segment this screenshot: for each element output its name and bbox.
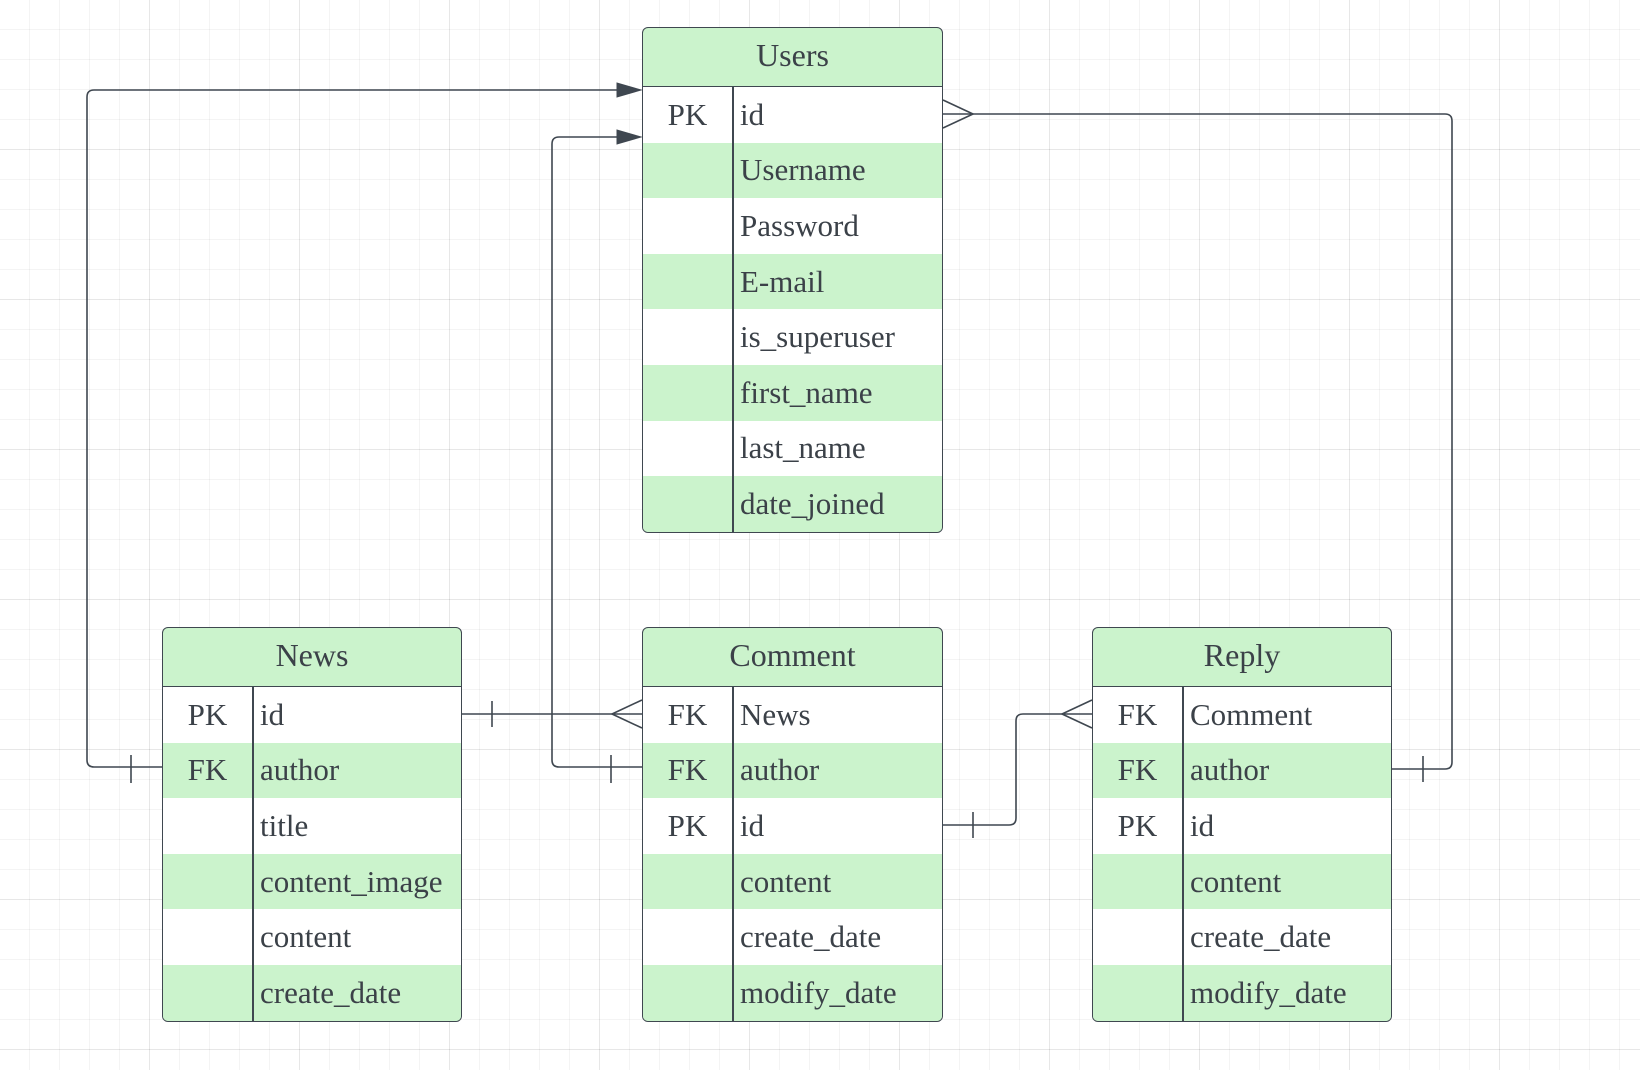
relationship-line (943, 113, 1453, 770)
field-row-author[interactable]: FK author (1093, 742, 1391, 799)
entity-title: News (163, 628, 461, 687)
entity-title: Reply (1093, 628, 1391, 687)
field-row-author[interactable]: FK author (643, 742, 942, 799)
field-name: title (260, 807, 309, 843)
field-name: author (740, 752, 820, 788)
field-row-content[interactable]: content (163, 909, 461, 965)
field-name: E-mail (740, 263, 825, 299)
crowfoot-marker (942, 99, 974, 129)
entity-title: Users (643, 28, 942, 87)
field-row-is_superuser[interactable]: is_superuser (643, 309, 942, 365)
field-row-author[interactable]: FK author (163, 742, 461, 799)
field-name: last_name (740, 430, 866, 466)
field-row-E-mail[interactable]: E-mail (643, 253, 942, 310)
field-name: content (1190, 863, 1282, 899)
field-row-first_name[interactable]: first_name (643, 364, 942, 421)
key-column-divider (1182, 687, 1184, 1021)
field-name: id (740, 807, 765, 843)
key-cell: PK (1117, 807, 1158, 843)
field-name: Password (740, 207, 859, 243)
field-name: Comment (1190, 696, 1313, 732)
field-row-id[interactable]: PK id (643, 798, 942, 854)
field-name: News (740, 696, 811, 732)
key-column-divider (732, 87, 734, 532)
key-column-divider (732, 687, 734, 1021)
field-row-create_date[interactable]: create_date (163, 964, 461, 1021)
crowfoot-marker (1061, 699, 1093, 729)
field-name: author (1190, 752, 1270, 788)
relationship-line (86, 89, 620, 768)
field-row-date_joined[interactable]: date_joined (643, 476, 942, 532)
field-name: modify_date (1190, 974, 1347, 1010)
key-cell: PK (187, 696, 228, 732)
field-name: id (260, 696, 285, 732)
field-name: create_date (260, 974, 402, 1010)
key-cell: FK (667, 752, 708, 788)
field-row-modify_date[interactable]: modify_date (1093, 964, 1391, 1021)
field-name: Username (740, 152, 866, 188)
field-row-id[interactable]: PK id (163, 687, 461, 743)
key-cell: FK (1117, 752, 1158, 788)
field-row-content[interactable]: content (643, 853, 942, 910)
field-name: date_joined (740, 485, 885, 521)
field-row-id[interactable]: PK id (1093, 798, 1391, 854)
arrowhead-marker (616, 129, 643, 145)
key-cell: PK (667, 96, 708, 132)
field-name: author (260, 752, 340, 788)
field-name: modify_date (740, 974, 897, 1010)
field-row-modify_date[interactable]: modify_date (643, 964, 942, 1021)
field-row-create_date[interactable]: create_date (1093, 909, 1391, 965)
field-name: create_date (1190, 919, 1332, 955)
field-row-Username[interactable]: Username (643, 142, 942, 199)
field-row-content[interactable]: content (1093, 853, 1391, 910)
key-cell: FK (667, 696, 708, 732)
field-row-last_name[interactable]: last_name (643, 420, 942, 477)
field-name: content (740, 863, 832, 899)
key-cell: FK (187, 752, 228, 788)
field-row-title[interactable]: title (163, 798, 461, 854)
field-name: id (740, 96, 765, 132)
key-cell: FK (1117, 696, 1158, 732)
field-name: create_date (740, 919, 882, 955)
key-cell: PK (667, 807, 708, 843)
field-row-Comment[interactable]: FK Comment (1093, 687, 1391, 743)
field-row-create_date[interactable]: create_date (643, 909, 942, 965)
relationship-line (943, 713, 1092, 826)
relationship-line (551, 136, 642, 768)
entity-title: Comment (643, 628, 942, 687)
arrowhead-marker (616, 82, 643, 98)
field-name: content (260, 919, 352, 955)
field-name: content_image (260, 863, 443, 899)
field-row-Password[interactable]: Password (643, 198, 942, 254)
field-name: is_superuser (740, 319, 895, 355)
field-name: first_name (740, 374, 873, 410)
field-row-News[interactable]: FK News (643, 687, 942, 743)
key-column-divider (252, 687, 254, 1021)
field-row-content_image[interactable]: content_image (163, 853, 461, 910)
field-name: id (1190, 807, 1215, 843)
crowfoot-marker (611, 699, 643, 729)
field-row-id[interactable]: PK id (643, 87, 942, 143)
